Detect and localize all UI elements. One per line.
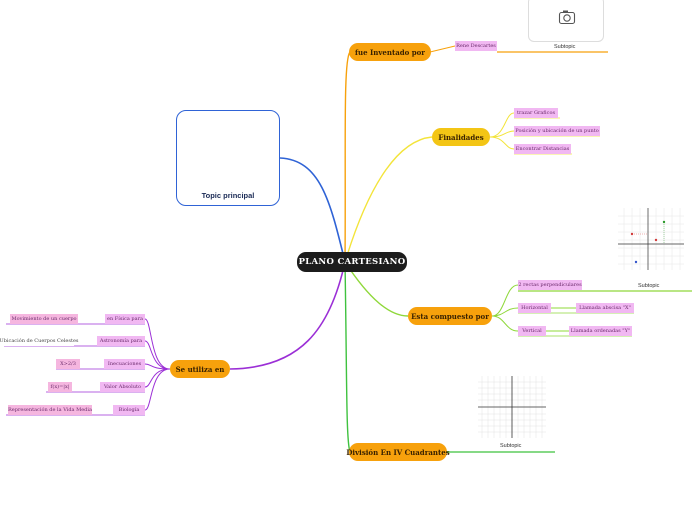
subtopic-label-fue: Subtopic	[554, 44, 576, 50]
connector-central-utiliza	[229, 261, 346, 370]
utiliza-field-fisica[interactable]: en Física para	[105, 314, 145, 324]
ordenadas-node[interactable]: Llamada ordenadas "Y"	[569, 326, 632, 336]
connector-central-division	[344, 261, 351, 453]
subtopic-image-placeholder[interactable]	[528, 0, 604, 42]
connector-central-fue	[344, 51, 351, 263]
finalidad-trazar-graficos[interactable]: trazar Graficos	[514, 108, 558, 118]
connector-compuesto-children	[491, 284, 519, 332]
rectas-perpendiculares-node[interactable]: 2 rectas perpendiculares	[518, 280, 582, 290]
utiliza-example-cuerpos-celestes[interactable]: Ubicación de Cuerpos Celestes	[0, 336, 79, 346]
branch-esta-compuesto[interactable]: Esta compuesto por	[408, 307, 492, 325]
connector-finalidades-items	[489, 112, 515, 150]
branch-finalidades[interactable]: Finalidades	[432, 128, 490, 146]
central-topic[interactable]: PLANO CARTESIANO	[297, 252, 407, 272]
topic-principal-card[interactable]: Topic principal	[176, 110, 280, 206]
subtopic-label-cuadrantes: Subtopic	[500, 443, 522, 449]
branch-division-cuadrantes[interactable]: División En IV Cuadrantes	[346, 443, 450, 461]
abscisa-node[interactable]: Llamada abscisa "X"	[576, 303, 634, 313]
utiliza-field-valor-absoluto[interactable]: Valor Absoluto	[100, 382, 145, 392]
connector-utiliza-rows	[144, 318, 171, 411]
vertical-node[interactable]: Vertical	[518, 326, 546, 336]
camera-icon	[558, 10, 576, 25]
utiliza-example-inecuacion[interactable]: X>2/3	[56, 359, 80, 369]
connector-central-finalidades	[344, 136, 433, 263]
subtopic-label-rectas: Subtopic	[638, 283, 660, 289]
finalidad-encontrar-distancias[interactable]: Encontrar Distancias	[514, 144, 571, 154]
utiliza-example-movimiento[interactable]: Movimiento de un cuerpo	[10, 314, 78, 324]
utiliza-field-biologia[interactable]: Biología	[113, 405, 145, 415]
connector-fue-rene	[429, 45, 456, 53]
rectas-thumbnail-plot	[618, 208, 684, 270]
branch-se-utiliza[interactable]: Se utiliza en	[170, 360, 230, 378]
branch-fue-inventado[interactable]: fue Inventado por	[349, 43, 431, 61]
connector-central-topic	[279, 157, 346, 263]
utiliza-example-valor-absoluto[interactable]: f(x)=|x|	[48, 382, 72, 392]
utiliza-example-vida-media[interactable]: Representación de la Vida Media	[8, 405, 92, 415]
connector-central-compuesto	[344, 261, 409, 317]
utiliza-field-astronomia[interactable]: Astronomía para	[97, 336, 145, 346]
horizontal-node[interactable]: Horizontal	[518, 303, 551, 313]
cuadrantes-thumbnail-plot	[478, 376, 546, 438]
utiliza-field-inecuaciones[interactable]: Inecuaciones	[104, 359, 145, 369]
topic-principal-label: Topic principal	[201, 191, 255, 200]
finalidad-posicion-punto[interactable]: Posición y ubicación de un punto	[514, 126, 600, 136]
rene-descartes-node[interactable]: Rene Descartes	[455, 41, 497, 51]
